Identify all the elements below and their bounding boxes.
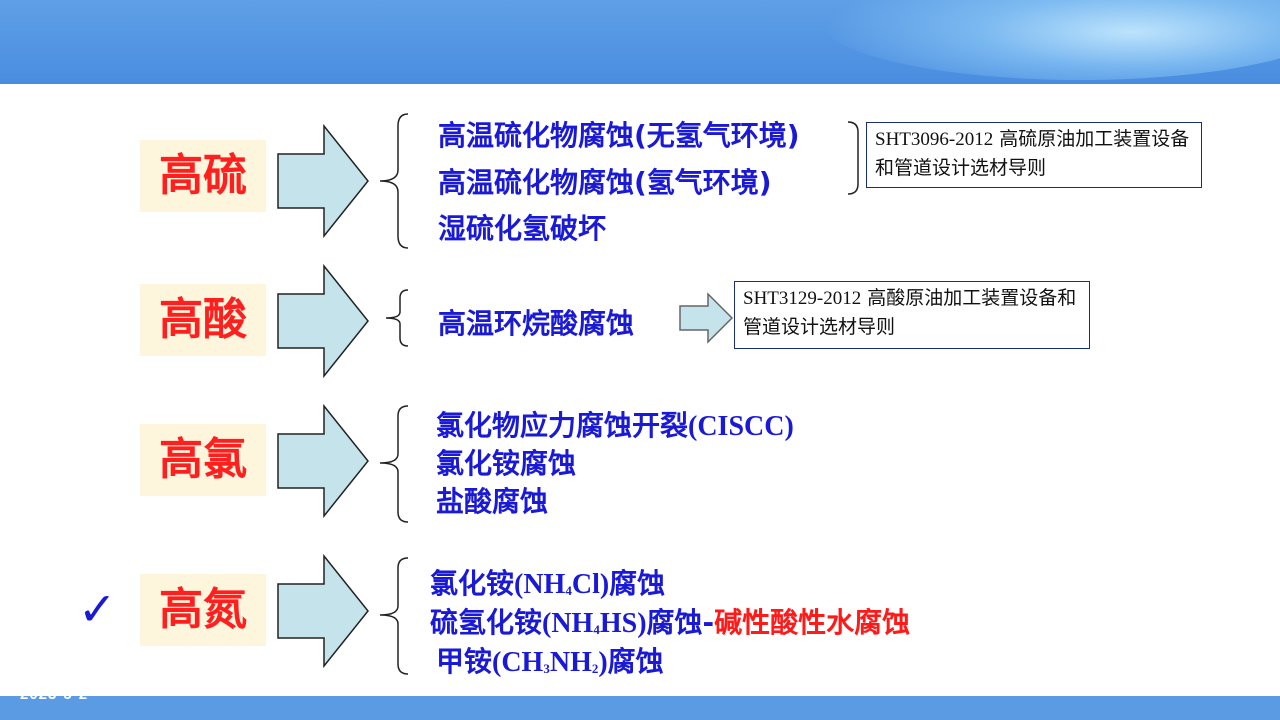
corrosion-item: 湿硫化氢破坏	[438, 212, 607, 245]
corrosion-item: 氯化铵腐蚀	[436, 447, 577, 480]
corrosion-item: 高温硫化物腐蚀(氢气环境)	[438, 166, 772, 199]
arrow-right-icon	[277, 404, 369, 518]
standard-code: SHT3129-2012	[743, 288, 862, 309]
corrosion-item: 氯化物应力腐蚀开裂(CISCC)	[436, 409, 794, 442]
slide-date: 2023-5-2	[20, 686, 89, 703]
highlight-text: 碱性酸性水腐蚀	[714, 606, 911, 639]
standard-title: 高酸原油加工装置设备和管道设计选材导则	[743, 287, 1077, 338]
arrow-right-icon	[277, 554, 369, 668]
arrow-right-icon	[679, 292, 734, 344]
header-highlight	[820, 0, 1280, 80]
category-label-sulfur: 高硫	[140, 140, 266, 212]
standard-reference-box: SHT3096-2012 高硫原油加工装置设备和管道设计选材导则	[866, 122, 1202, 188]
standard-title: 高硫原油加工装置设备和管道设计选材导则	[875, 128, 1190, 179]
corrosion-item: 高温硫化物腐蚀(无氢气环境)	[438, 119, 800, 152]
arrow-right-icon	[277, 264, 369, 378]
corrosion-item: 硫氢化铵(NH4HS)腐蚀-碱性酸性水腐蚀	[430, 606, 911, 639]
brace-icon	[379, 557, 409, 675]
standard-reference-box: SHT3129-2012 高酸原油加工装置设备和管道设计选材导则	[734, 281, 1090, 349]
corrosion-item: 氯化铵(NH4Cl)腐蚀	[430, 567, 666, 600]
corrosion-item: 盐酸腐蚀	[436, 485, 549, 518]
corrosion-item: 甲铵(CH3NH2)腐蚀	[436, 645, 664, 678]
category-label-acid: 高酸	[140, 284, 266, 356]
brace-icon	[379, 405, 409, 523]
standard-code: SHT3096-2012	[875, 129, 994, 150]
corrosion-item: 高温环烷酸腐蚀	[438, 307, 635, 340]
brace-icon	[379, 113, 409, 249]
check-mark-icon: ✓	[78, 582, 117, 636]
category-label-chlorine: 高氯	[140, 424, 266, 496]
footer-bar	[0, 696, 1280, 720]
arrow-right-icon	[277, 124, 369, 238]
brace-icon	[385, 289, 409, 347]
header-bar	[0, 0, 1280, 84]
category-label-nitrogen: 高氮	[140, 574, 266, 646]
bracket-icon	[847, 121, 859, 195]
